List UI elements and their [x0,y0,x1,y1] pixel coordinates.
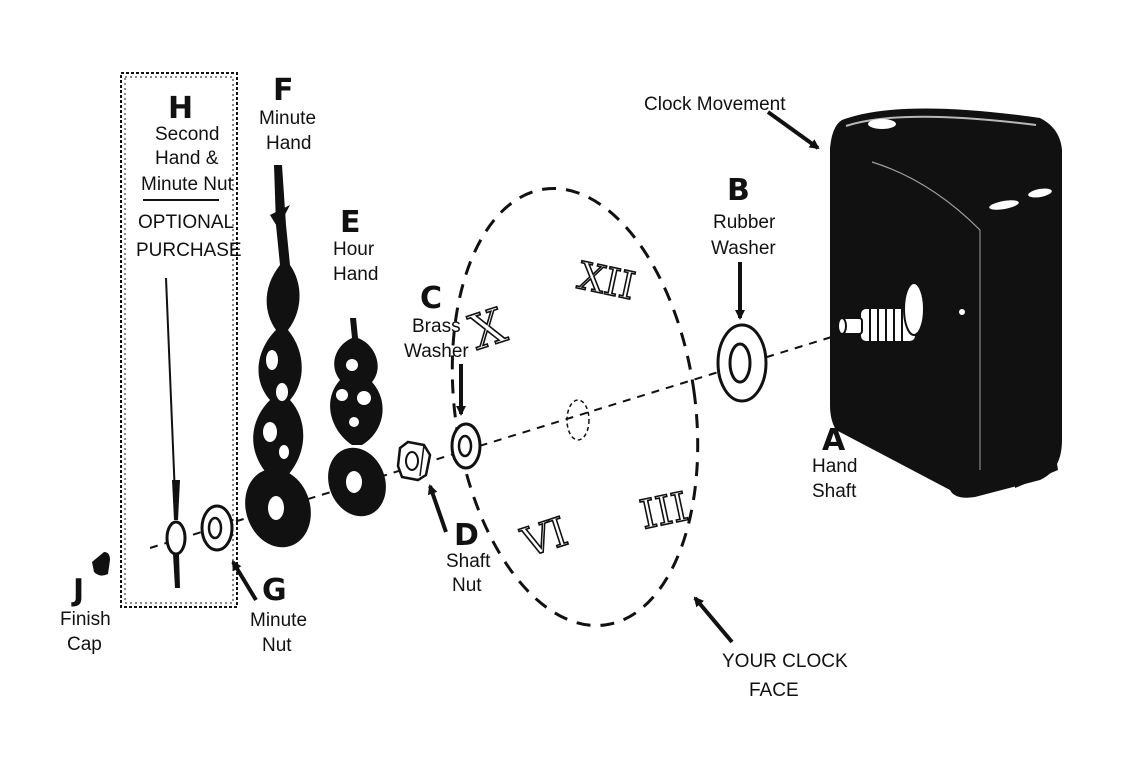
label-face-line2: FACE [749,680,799,701]
clock-face-center-hole [566,399,590,441]
label-c-line1: Brass [412,316,461,337]
arrow-hand-shaft [860,352,881,431]
label-g-letter: G [262,573,287,608]
rubber-washer [716,323,768,403]
label-e-line1: Hour [333,239,375,260]
label-g-line2: Nut [262,635,292,656]
hour-hand [328,318,386,517]
label-clock-movement: Clock Movement [644,94,786,115]
label-d-letter: D [454,518,479,553]
label-d-line1: Shaft [446,551,491,572]
label-j-line2: Cap [67,634,102,655]
brass-washer [450,422,482,470]
hand-shaft [837,282,925,343]
label-j-letter: J [71,573,84,608]
label-b-line2: Washer [711,238,776,259]
minute-nut [200,504,234,552]
label-b-letter: B [727,173,750,208]
clock-movement-box [830,108,1062,498]
shaft-nut [396,440,432,482]
second-hand [165,277,187,588]
label-e-letter: E [340,205,361,240]
label-f-line2: Hand [266,133,311,154]
label-face-line1: YOUR CLOCK [722,651,848,672]
arrow-clock-face [693,596,734,644]
label-optional-line2: PURCHASE [136,240,242,261]
arrow-clock-movement [766,110,820,150]
label-b-line1: Rubber [713,212,776,233]
label-a-line1: Hand [812,456,857,477]
label-h-line3: Minute Nut [141,174,234,195]
numeral-right: III [636,484,692,539]
label-h-line1: Second [155,124,219,145]
label-optional-line1: OPTIONAL [138,212,234,233]
numeral-top: XII [574,254,639,309]
label-h-line2: Hand & [155,148,219,169]
label-a-letter: A [822,423,846,458]
label-d-line2: Nut [452,575,482,596]
finish-cap [92,552,110,576]
label-g-line1: Minute [250,610,307,631]
minute-hand [245,165,311,548]
arrow-minute-nut [231,560,258,602]
label-a-line2: Shaft [812,481,857,502]
label-c-line2: Washer [404,341,469,362]
numeral-bottom: VI [516,509,574,567]
label-f-line1: Minute [259,108,316,129]
label-f-letter: F [273,73,294,108]
arrow-shaft-nut [427,484,448,533]
optional-purchase-box [120,72,238,608]
label-c-letter: C [420,281,442,316]
label-e-line2: Hand [333,264,378,285]
numeral-left: X [463,298,513,362]
label-j-line1: Finish [60,609,111,630]
label-h-letter: H [168,91,193,126]
